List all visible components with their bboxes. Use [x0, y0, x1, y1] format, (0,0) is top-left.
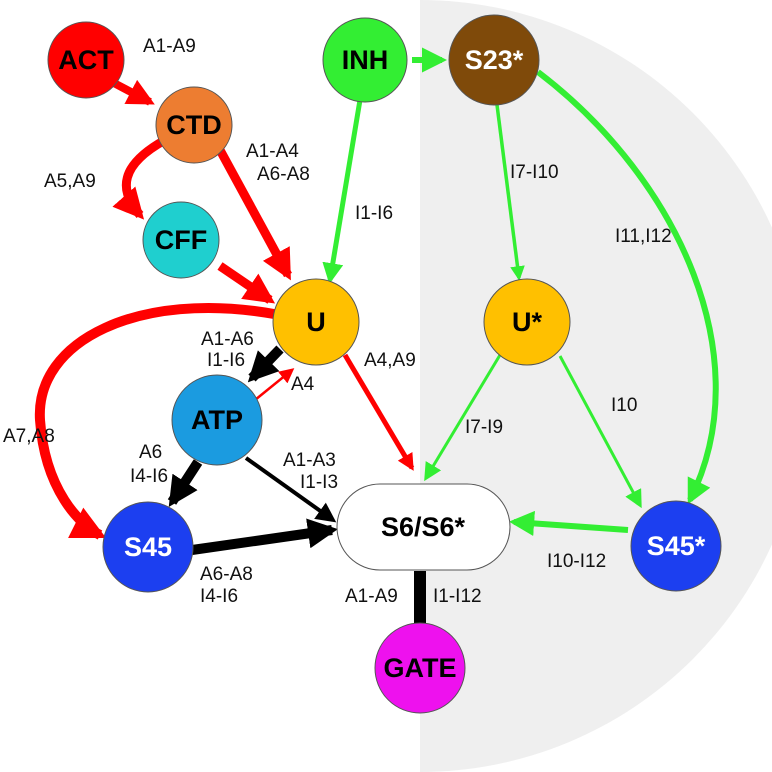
edge-labels: A1-A9 A5,A9 A1-A4 A6-A8 I1-I6 I7-I10 I11… — [3, 36, 672, 607]
label-s23-ustar: I7-I10 — [510, 162, 559, 183]
edge-cff-u — [217, 262, 276, 304]
label-act-ctd: A1-A9 — [143, 36, 196, 57]
label-inh-u: I1-I6 — [355, 203, 393, 224]
label-s6-gate-right: I1-I12 — [433, 586, 482, 607]
label-s45star-s6: I10-I12 — [547, 551, 606, 572]
label-ustar-s6: I7-I9 — [465, 417, 503, 438]
node-s6-label: S6/S6* — [381, 512, 466, 542]
label-u-s6: A4,A9 — [364, 350, 416, 371]
label-atp-s6-1: A1-A3 — [283, 450, 336, 471]
node-s45star-label: S45* — [647, 531, 706, 561]
edge-u-atp — [247, 345, 284, 383]
node-s45: S45 — [102, 501, 194, 593]
node-ctd: CTD — [155, 86, 233, 164]
edge-atp-s6 — [244, 456, 337, 523]
label-ctd-u-2: A6-A8 — [257, 164, 310, 185]
label-u-atp-1: A1-A6 — [201, 329, 254, 350]
label-atp-u: A4 — [291, 374, 315, 395]
node-gate-label: GATE — [384, 653, 457, 683]
node-s6: S6/S6* — [336, 483, 511, 571]
node-s45-label: S45 — [124, 532, 172, 562]
edge-s23-ustar — [495, 104, 525, 281]
node-atp-label: ATP — [191, 405, 243, 435]
label-atp-s6-2: I1-I3 — [300, 472, 338, 493]
label-s23-s45star: I11,I12 — [615, 226, 672, 247]
inhibited-region-background — [420, 0, 772, 772]
edge-s23-s45star — [536, 69, 719, 505]
edge-ustar-s6 — [424, 354, 502, 482]
node-inh-label: INH — [342, 45, 389, 75]
node-s45star: S45* — [630, 500, 722, 592]
node-inh: INH — [322, 17, 408, 103]
edge-atp-s45 — [167, 459, 203, 508]
label-ctd-cff: A5,A9 — [44, 171, 96, 192]
node-u: U — [272, 278, 360, 366]
node-cff-label: CFF — [155, 225, 207, 255]
node-u-label: U — [306, 307, 326, 337]
label-s45-s6-2: I4-I6 — [200, 586, 238, 607]
node-atp: ATP — [171, 374, 263, 466]
node-ustar-label: U* — [512, 307, 542, 337]
edge-inh-u — [322, 99, 363, 285]
label-u-s45: A7,A8 — [3, 426, 55, 447]
label-ustar-s45star: I10 — [611, 395, 637, 416]
node-ctd-label: CTD — [166, 110, 222, 140]
edge-act-ctd — [110, 78, 155, 106]
node-cff: CFF — [142, 201, 220, 279]
edge-u-s45 — [34, 302, 275, 540]
node-act-label: ACT — [58, 45, 114, 75]
edge-s45-s6 — [191, 518, 338, 555]
edge-atp-u — [254, 368, 295, 401]
label-u-atp-2: I1-I6 — [207, 350, 245, 371]
edge-u-s6 — [342, 353, 415, 471]
edge-ctd-cff — [112, 136, 168, 220]
node-act: ACT — [47, 21, 125, 99]
label-atp-s45-2: I4-I6 — [130, 466, 168, 487]
node-s23star-label: S23* — [465, 45, 524, 75]
node-s23star: S23* — [448, 14, 540, 106]
nodes: ACT CTD CFF INH S23* U U* ATP — [47, 14, 722, 714]
edge-ctd-u — [216, 147, 292, 281]
label-s45-s6-1: A6-A8 — [200, 564, 253, 585]
node-ustar: U* — [483, 278, 571, 366]
label-ctd-u-1: A1-A4 — [246, 141, 299, 162]
label-atp-s45-1: A6 — [139, 442, 162, 463]
node-gate: GATE — [374, 622, 466, 714]
edge-s45star-s6 — [508, 510, 629, 536]
edge-ustar-s45star — [558, 355, 642, 509]
label-s6-gate-left: A1-A9 — [345, 586, 398, 607]
edges — [34, 47, 719, 630]
